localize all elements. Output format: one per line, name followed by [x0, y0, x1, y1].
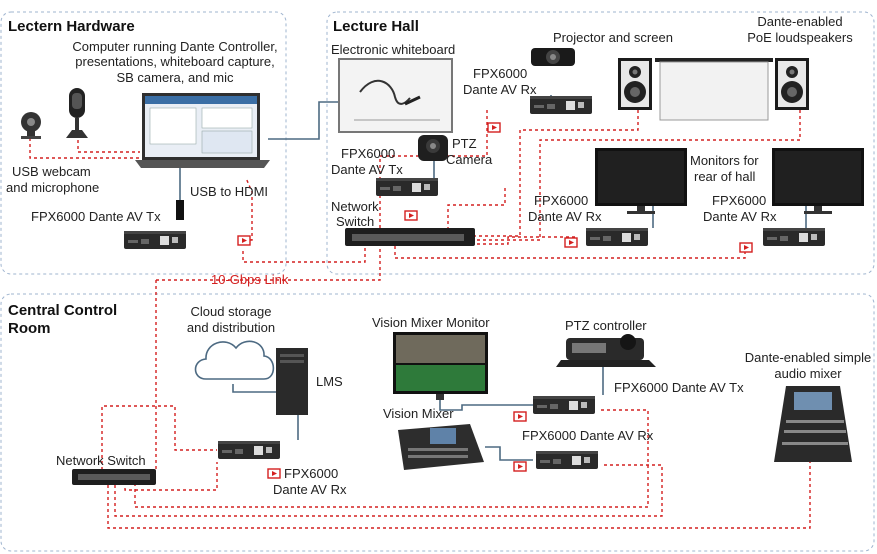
control-network-switch-icon — [72, 469, 156, 485]
projector-fpx-rx — [530, 96, 592, 114]
projector-label: Projector and screen — [553, 30, 673, 45]
control-tx-label: FPX6000 Dante AV Tx — [614, 380, 744, 395]
rear-monitor-left-icon — [595, 148, 687, 214]
hall-network-switch-icon — [345, 228, 475, 246]
vision-mixer-label: Vision Mixer — [383, 406, 454, 421]
loudspeaker-left-icon — [618, 58, 652, 110]
rear-monitor-right-icon — [772, 148, 864, 214]
dante-links — [29, 110, 811, 529]
cloud-label-2: and distribution — [187, 320, 275, 335]
monitor-fpx-rx-2 — [763, 228, 825, 246]
webcam-label-1: USB webcam — [12, 164, 91, 179]
audio-mixer-label-2: audio mixer — [774, 366, 842, 381]
lms-label: LMS — [316, 374, 343, 389]
control-title-2: Room — [8, 320, 51, 337]
vision-mixer-icon — [398, 424, 484, 470]
vision-mixer-monitor-icon — [393, 332, 488, 400]
ptz-tx-label-2: Dante AV Tx — [331, 162, 403, 177]
ptz-fpx-tx — [376, 178, 438, 196]
control-fpx-rx — [536, 451, 598, 469]
control-room-zone — [0, 293, 875, 552]
projector-rx-label-2: Dante AV Rx — [463, 82, 537, 97]
lectern-tx-label: FPX6000 Dante AV Tx — [31, 209, 161, 224]
cloud-icon — [194, 340, 275, 380]
cloud-label-1: Cloud storage — [191, 304, 272, 319]
media-icon — [487, 122, 501, 133]
lectern-title: Lectern Hardware — [8, 18, 135, 35]
hall-title: Lecture Hall — [333, 18, 419, 35]
ptz-label-1: PTZ — [452, 136, 477, 151]
monitor-rx1-label-2: Dante AV Rx — [528, 209, 602, 224]
lectern-fpx-tx — [124, 231, 186, 249]
media-icon — [404, 210, 418, 221]
lms-rx-label-2: Dante AV Rx — [273, 482, 347, 497]
ptz-camera-icon — [418, 135, 448, 161]
control-rx-label: FPX6000 Dante AV Rx — [522, 428, 654, 443]
projector-rx-label-1: FPX6000 — [473, 66, 527, 81]
monitor-rx2-label-1: FPX6000 — [712, 193, 766, 208]
projector-icon — [531, 48, 575, 66]
monitor-rx2-label-2: Dante AV Rx — [703, 209, 777, 224]
usb-hdmi-label: USB to HDMI — [190, 184, 268, 199]
monitor-rx1-label-1: FPX6000 — [534, 193, 588, 208]
monitor-fpx-rx-1 — [586, 228, 648, 246]
lecture-hall-zone — [326, 11, 875, 275]
ptz-controller-icon — [556, 334, 656, 367]
media-icon — [513, 411, 527, 422]
hall-switch-label-1: Network — [331, 199, 379, 214]
ptz-tx-label-1: FPX6000 — [341, 146, 395, 161]
microphone-icon — [66, 88, 88, 138]
media-icon — [267, 468, 281, 479]
audio-mixer-label-1: Dante-enabled simple — [745, 350, 871, 365]
ptz-label-2: Camera — [446, 152, 493, 167]
vm-monitor-label: Vision Mixer Monitor — [372, 315, 490, 330]
media-icon — [237, 235, 251, 246]
lms-server-icon — [276, 348, 308, 415]
ptz-controller-label: PTZ controller — [565, 318, 647, 333]
lms-rx-label-1: FPX6000 — [284, 466, 338, 481]
monitors-label-1: Monitors for — [690, 153, 759, 168]
whiteboard-icon — [338, 58, 453, 133]
projection-screen-icon — [655, 58, 773, 121]
link-label: 10-Gbps Link — [211, 272, 289, 287]
usb-hdmi-adapter-icon — [176, 200, 184, 220]
media-icon — [739, 242, 753, 253]
audio-mixer-icon — [774, 386, 852, 462]
computer-label-1: Computer running Dante Controller, — [72, 39, 277, 54]
speakers-label-2: PoE loudspeakers — [747, 30, 853, 45]
laptop-icon — [135, 93, 270, 168]
computer-label-3: SB camera, and mic — [116, 70, 234, 85]
hall-switch-label-2: Switch — [336, 214, 374, 229]
lectern-zone — [0, 11, 287, 275]
monitors-label-2: rear of hall — [694, 169, 756, 184]
media-icon — [564, 237, 578, 248]
computer-label-2: presentations, whiteboard capture, — [75, 54, 274, 69]
control-switch-label: Network Switch — [56, 453, 146, 468]
control-fpx-tx — [533, 396, 595, 414]
webcam-label-2: and microphone — [6, 180, 99, 195]
media-icon — [513, 461, 527, 472]
loudspeaker-right-icon — [775, 58, 809, 110]
whiteboard-label: Electronic whiteboard — [331, 42, 455, 57]
lms-fpx-rx — [218, 441, 280, 459]
speakers-label-1: Dante-enabled — [757, 14, 842, 29]
webcam-icon — [21, 112, 41, 139]
control-title-1: Central Control — [8, 302, 117, 319]
